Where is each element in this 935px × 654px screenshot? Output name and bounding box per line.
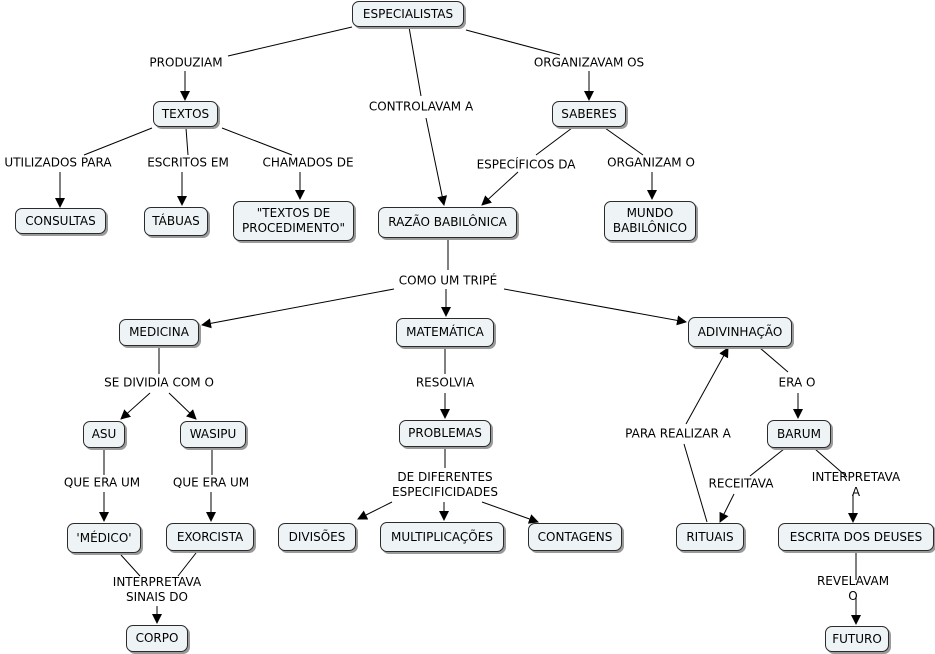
node-adivinhacao[interactable]: ADIVINHAÇÃO [688,317,792,347]
link-utilizados-para: UTILIZADOS PARA [4,155,112,170]
node-consultas[interactable]: CONSULTAS [15,208,106,234]
edge-saberes-organizam [604,127,644,156]
node-divisoes[interactable]: DIVISÕES [278,523,356,551]
node-medicina[interactable]: MEDICINA [119,319,199,346]
link-como-um-tripe: COMO UM TRIPÉ [398,273,498,288]
link-controlavam-a: CONTROLAVAM A [368,99,474,114]
link-se-dividia-com-o: SE DIVIDIA COM O [104,375,214,390]
link-era-o: ERA O [778,375,816,390]
edge-saberes-especificos [535,127,573,156]
node-matematica[interactable]: MATEMÁTICA [396,318,494,347]
edge-adivinhacao-erao [759,347,789,373]
edge-medico-interpretava [120,554,141,577]
node-asu[interactable]: ASU [83,421,125,448]
node-saberes[interactable]: SABERES [552,101,626,127]
edge-especialistas-organizavam [465,29,561,56]
edge-textos-utilizados [83,127,153,156]
link-especificos-da: ESPECÍFICOS DA [476,157,576,172]
node-exorcista[interactable]: EXORCISTA [166,523,254,551]
edge-textos-chamados [221,127,293,156]
link-de-diferentes-especificidades: DE DIFERENTES ESPECIFICIDADES [392,470,498,499]
edge-barum-receitava [749,448,785,477]
edge-tripe-medicina [201,288,395,329]
node-futuro[interactable]: FUTURO [825,626,889,652]
node-contagens[interactable]: CONTAGENS [528,523,622,551]
edge-especialistas-controlavam [408,26,422,97]
node-tabuas[interactable]: TÁBUAS [144,207,208,236]
link-chamados-de: CHAMADOS DE [262,155,354,170]
link-escritos-em: ESCRITOS EM [147,155,229,170]
node-textos[interactable]: TEXTOS [153,101,218,127]
link-organizam-o: ORGANIZAM O [607,155,695,170]
link-que-era-um-asu: QUE ERA UM [63,475,141,490]
node-medico[interactable]: 'MÉDICO' [67,523,141,553]
link-revelavam-o: REVELAVAM O [816,574,890,603]
node-mundo-babilonico[interactable]: MUNDO BABILÔNICO [604,201,696,241]
link-para-realizar-a: PARA REALIZAR A [625,426,731,441]
edge-rituais-pararealizar [683,443,708,523]
node-barum[interactable]: BARUM [767,420,831,448]
node-wasipu[interactable]: WASIPU [180,421,246,448]
edge-sedividia-wasipu [168,392,197,420]
edge-controlavam-razao [425,117,448,206]
edge-diferentes-contagens [481,501,539,524]
link-interpretava-sinais-do: INTERPRETAVA SINAIS DO [112,575,202,604]
link-resolvia: RESOLVIA [415,375,475,390]
edge-textos-escritos [185,127,189,156]
edge-exorcista-interpretava [177,552,197,577]
node-problemas[interactable]: PROBLEMAS [399,420,491,447]
node-multiplicacoes[interactable]: MULTIPLICAÇÕES [380,522,504,552]
node-rituais[interactable]: RITUAIS [676,523,744,551]
link-produziam: PRODUZIAM [149,55,223,70]
edge-pararealizar-adivinhacao [685,347,729,425]
node-corpo[interactable]: CORPO [126,625,188,652]
node-razao-babilonica[interactable]: RAZÃO BABILÔNICA [378,207,517,238]
node-escrita-dos-deuses[interactable]: ESCRITA DOS DEUSES [778,523,934,551]
link-interpretava-a: INTERPRETAVA A [811,470,901,499]
edge-especificos-razao [481,171,519,206]
link-organizavam-os: ORGANIZAVAM OS [533,55,645,70]
link-receitava: RECEITAVA [708,476,774,491]
node-especialistas[interactable]: ESPECIALISTAS [352,1,464,27]
edge-especialistas-produziam [227,26,353,57]
link-que-era-um-wasipu: QUE ERA UM [172,475,250,490]
node-textos-de-procedimento[interactable]: "TEXTOS DE PROCEDIMENTO" [233,201,354,241]
edge-tripe-adivinhacao [503,288,687,326]
edge-sedividia-asu [120,392,151,420]
edge-receitava-rituais [719,493,735,523]
edge-barum-interpretava [814,448,848,478]
edge-diferentes-divisoes [357,501,393,520]
